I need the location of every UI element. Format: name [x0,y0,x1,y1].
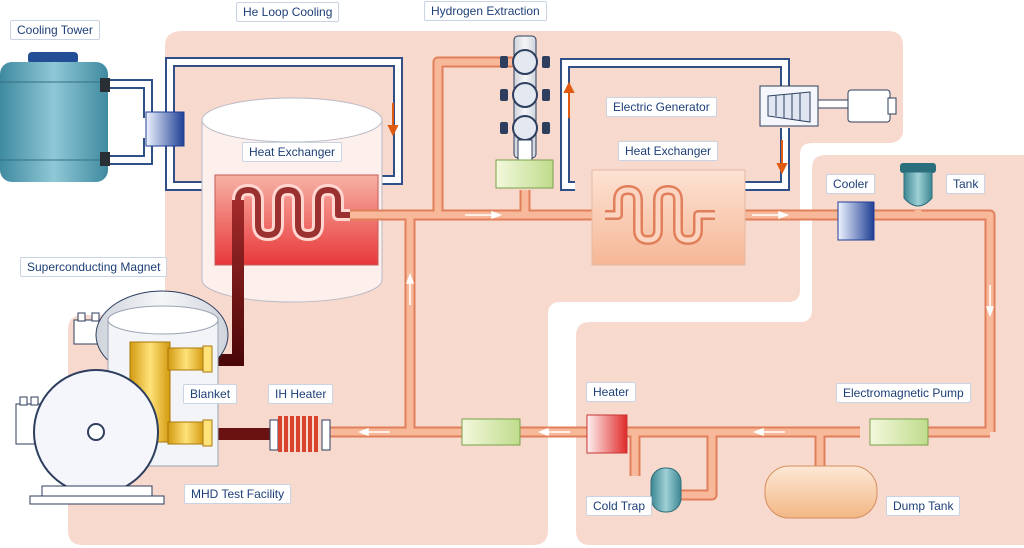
coil-icon [269,416,331,452]
extraction-unit [495,159,554,189]
coil-core [235,187,350,340]
tank [900,163,936,207]
cooling-tower-label: Cooling Tower [10,20,100,40]
ih-heater-label: IH Heater [268,384,334,404]
blanket-label: Blanket [183,384,238,404]
superconducting-magnet-label: Superconducting Magnet [20,257,168,277]
heat-exchanger-right-label: Heat Exchanger [618,141,719,161]
coil-core [605,187,715,243]
zone-right [576,155,1024,545]
heater [586,414,628,454]
flow-arrow-icon [387,81,788,175]
dump-tank-label: Dump Tank [886,496,961,516]
green-unit-left [461,418,521,446]
he-loop-cooler [145,111,185,147]
em-pump [869,418,929,446]
mhd-test-facility-label: MHD Test Facility [184,484,292,504]
magnet-assembly [15,290,229,505]
he-loop-cooling-label: He Loop Cooling [236,2,340,22]
heat-exchanger-left-label: Heat Exchanger [242,142,343,162]
heater-label: Heater [586,382,637,402]
electric-generator-label: Electric Generator [606,97,717,117]
cooling-tower [0,52,110,182]
electromagnetic-pump-label: Electromagnetic Pump [836,383,971,403]
cooler [837,201,875,241]
dump-tank [764,465,878,519]
tank-label: Tank [946,174,986,194]
hydrogen-extraction-label: Hydrogen Extraction [424,1,547,21]
cooler-label: Cooler [826,174,876,194]
hot-conduit [210,200,244,366]
cold-trap-label: Cold Trap [586,496,653,516]
hydrogen-column [500,35,550,161]
cold-trap [650,467,682,513]
generator [847,89,891,123]
